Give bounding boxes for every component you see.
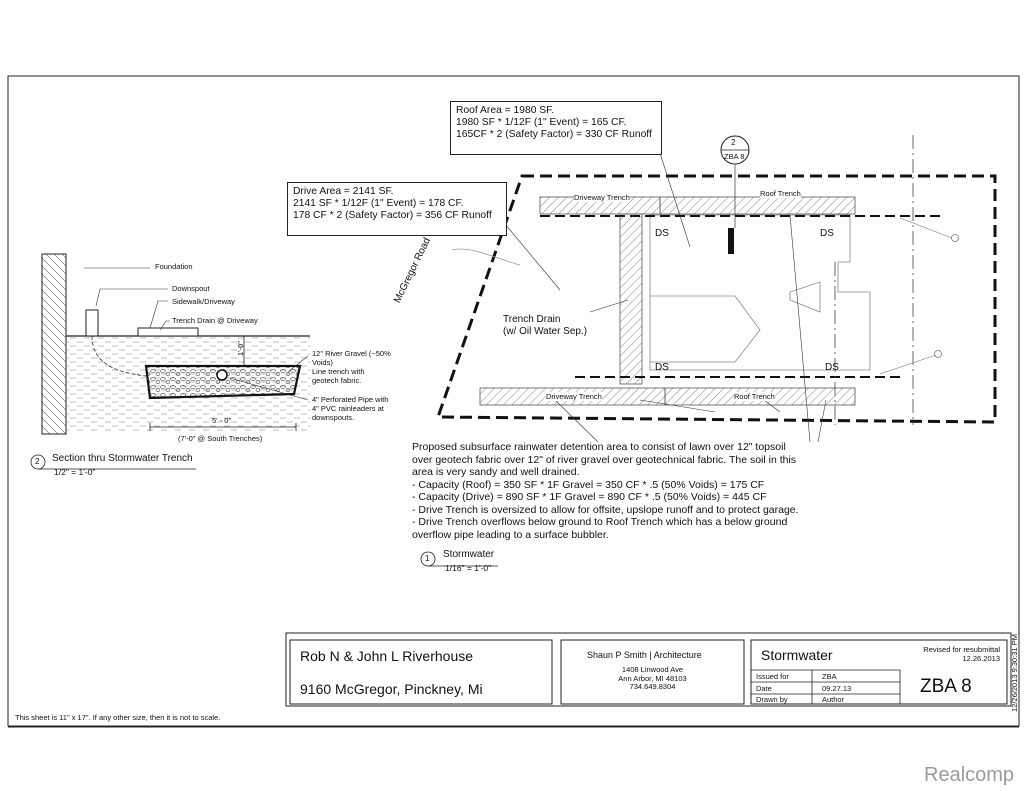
client-name: Rob N & John L Riverhouse (300, 648, 474, 664)
trench-drain-label: Trench Drain (503, 314, 561, 325)
oil-water-sep-label: (w/ Oil Water Sep.) (503, 326, 588, 337)
revision-line: 12.26.2013 (962, 654, 1000, 663)
drive-callout-line: Drive Area = 2141 SF. (293, 186, 394, 197)
downspout-pipe (85, 309, 99, 337)
gravel-note: 12" River Gravel (~50% Voids) Line trenc… (312, 349, 391, 385)
issued-for-label: Issued for (756, 672, 789, 681)
property-line (435, 174, 997, 424)
drawn-by-value: Author (822, 695, 845, 704)
scale-note: This sheet is 11" x 17". If any other si… (15, 713, 221, 722)
roof-trench-top-label: Roof Trench (760, 189, 801, 198)
pipe-note-line: 4" PVC rainleaders at (312, 404, 384, 413)
foundation-wall (41, 253, 67, 435)
house-outline (649, 214, 871, 371)
downspout-label: DS (655, 362, 669, 373)
drive-callout-line: 2141 SF * 1/12F (1" Event) = 178 CF. (293, 198, 464, 210)
firm-name: Shaun P Smith | Architecture (587, 650, 702, 660)
note-line: - Drive Trench overflows below ground to… (412, 516, 788, 528)
plan-title: Stormwater (443, 549, 495, 560)
driveway-trench-top-label: Driveway Trench (574, 193, 630, 202)
sheet-title: Stormwater (761, 647, 833, 663)
section-scale: 1/2" = 1'-0" (54, 467, 96, 477)
perforated-pipe (216, 369, 228, 381)
foundation-label: Foundation (155, 262, 193, 271)
plan-title-number: 1 (425, 554, 430, 563)
section-ref-sheet: ZBA 8 (724, 152, 745, 161)
depth-dimension: 1'-0" (236, 341, 245, 356)
drawn-by-label: Drawn by (756, 695, 788, 704)
drive-callout-line: 178 CF * 2 (Safety Factor) = 356 CF Runo… (293, 210, 492, 222)
firm-address-line: Ann Arbor, MI 48103 (618, 673, 687, 683)
pipe-note: 4" Perforated Pipe with 4" PVC rainleade… (312, 395, 388, 422)
firm-cell (560, 639, 745, 705)
garage-wall (619, 213, 643, 385)
width-dimension: 5' - 0" (212, 416, 232, 425)
note-line: over geotech fabric over 12" of river gr… (412, 453, 797, 466)
note-line: Proposed subsurface rainwater detention … (412, 441, 786, 453)
revision-note: Revised for resubmittal 12.26.2013 (900, 645, 1000, 663)
sheet-cell (750, 639, 1008, 705)
date-value: 09.27.13 (822, 684, 852, 693)
firm-address-line: 1408 Linwood Ave (621, 665, 684, 674)
downspout-label: DS (820, 228, 834, 239)
section-title-number: 2 (35, 457, 40, 466)
driveway-trench-bottom-label: Driveway Trench (546, 392, 602, 401)
gravel-note-line: Voids) (312, 358, 333, 367)
note-line: - Capacity (Roof) = 350 SF * 1F Gravel =… (412, 478, 765, 491)
roof-callout-line: 165CF * 2 (Safety Factor) = 330 CF Runof… (456, 129, 652, 141)
roof-area-callout: Roof Area = 1980 SF. 1980 SF * 1/12F (1"… (450, 101, 662, 155)
stormwater-notes: Proposed subsurface rainwater detention … (412, 441, 799, 541)
drive-area-callout: Drive Area = 2141 SF. 2141 SF * 1/12F (1… (287, 182, 507, 236)
project-address: 9160 McGregor, Pinckney, Mi (300, 681, 483, 697)
trench-drain-detail-label: Trench Drain @ Driveway (172, 316, 258, 325)
downspout-label: DS (655, 228, 669, 239)
plot-stamp: 12/26/2013 9:30:31 PM (1010, 634, 1019, 712)
section-title: Section thru Stormwater Trench (52, 453, 193, 464)
client-cell (289, 639, 553, 705)
downspout-detail-label: Downspout (172, 284, 210, 293)
gravel-note-line: geotech fabric. (312, 376, 362, 385)
gravel-note-line: Line trench with (312, 367, 365, 376)
roof-trench-bottom-label: Roof Trench (734, 392, 775, 401)
section-ref-number: 2 (731, 138, 736, 147)
section-cut-marker (728, 228, 734, 254)
width-dimension-note: (7'-0" @ South Trenches) (178, 434, 263, 443)
issued-for-value: ZBA (822, 672, 837, 681)
sidewalk-label: Sidewalk/Driveway (172, 297, 235, 306)
pipe-note-line: downspouts. (312, 413, 355, 422)
firm-address-line: 734.649.8304 (629, 682, 676, 691)
note-line: area is very sandy and well drained. (412, 466, 580, 478)
sheet-number: ZBA 8 (920, 676, 972, 697)
downspout-label: DS (825, 362, 839, 373)
firm-address: 1408 Linwood Ave Ann Arbor, MI 48103 734… (561, 665, 744, 692)
date-label: Date (756, 684, 772, 693)
note-line: overflow pipe leading to a surface bubbl… (412, 528, 609, 541)
title-block-frame (285, 632, 1012, 707)
plan-scale: 1/16" = 1'-0" (445, 563, 492, 573)
site-plan (435, 127, 997, 443)
roof-callout-line: 1980 SF * 1/12F (1" Event) = 165 CF. (456, 117, 627, 129)
pipe-note-line: 4" Perforated Pipe with (312, 395, 389, 404)
trench-section-detail (41, 253, 310, 435)
gravel-note-line: 12" River Gravel (~50% (312, 349, 391, 358)
note-line: - Capacity (Drive) = 890 SF * 1F Gravel … (412, 491, 767, 503)
revision-line: Revised for resubmittal (923, 645, 1000, 654)
roof-trench-top (659, 196, 856, 215)
watermark-text: Realcomp (924, 764, 1015, 786)
sheet-border (7, 75, 1020, 727)
sidewalk-slab (137, 327, 199, 337)
note-line: - Drive Trench is oversized to allow for… (412, 503, 799, 516)
roof-callout-line: Roof Area = 1980 SF. (456, 105, 555, 116)
gravel-trench (144, 364, 302, 400)
